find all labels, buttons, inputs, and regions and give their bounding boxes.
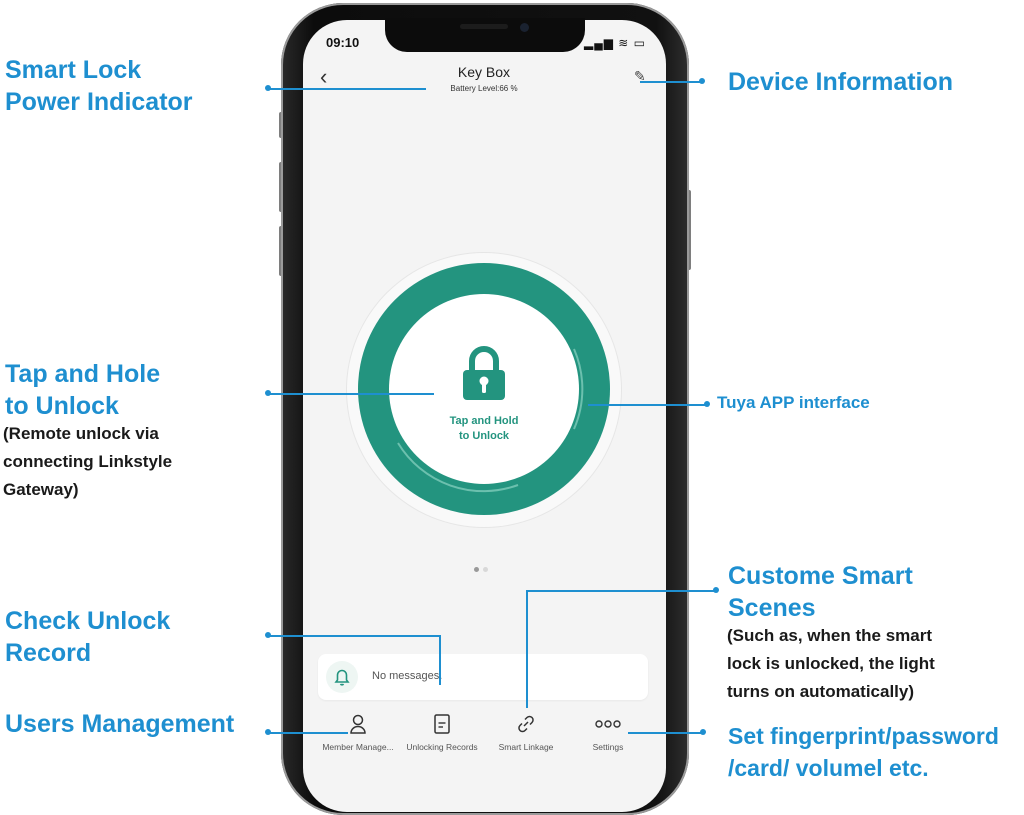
page-dot xyxy=(483,567,488,572)
person-icon xyxy=(316,712,400,736)
annotation-line: connecting Linkstyle xyxy=(3,452,173,471)
link-icon xyxy=(484,712,568,736)
tab-member-management[interactable]: Member Manage... xyxy=(316,712,400,752)
callout-dot xyxy=(704,401,710,407)
padlock-icon xyxy=(463,346,505,400)
annotation-device-info: Device Information xyxy=(728,68,954,96)
tap-hold-label-line2: to Unlock xyxy=(458,430,510,442)
annotation-line: Record xyxy=(5,639,92,667)
phone-notch xyxy=(385,18,585,52)
annotation-set-fingerprint: Set fingerprint/password /card/ volumel … xyxy=(728,720,999,784)
page-title: Key Box xyxy=(457,64,511,80)
callout-line xyxy=(527,590,715,592)
page-indicator xyxy=(474,559,492,577)
tap-hold-label-line1: Tap and Hold xyxy=(449,415,519,427)
status-indicators-icon: ▂▄▆ ≋ ▭ xyxy=(584,36,647,50)
callout-line xyxy=(268,732,348,734)
annotation-tuya: Tuya APP interface xyxy=(717,393,870,412)
callout-line xyxy=(526,590,528,708)
document-icon xyxy=(400,712,484,736)
annotation-custom-scenes: Custome Smart Scenes xyxy=(728,560,913,624)
tab-label: Settings xyxy=(592,742,624,752)
tab-unlocking-records[interactable]: Unlocking Records xyxy=(400,712,484,752)
bell-icon xyxy=(326,661,358,693)
back-chevron-icon[interactable]: ‹ xyxy=(320,64,328,89)
tab-settings[interactable]: Settings xyxy=(566,712,650,752)
callout-line xyxy=(640,81,702,83)
annotation-line: Check Unlock xyxy=(5,607,171,635)
annotation-users: Users Management xyxy=(5,710,235,738)
annotation-tap-hold-note: (Remote unlock via connecting Linkstyle … xyxy=(3,420,172,504)
annotation-line: (Remote unlock via xyxy=(3,424,159,443)
annotation-custom-scenes-note: (Such as, when the smart lock is unlocke… xyxy=(727,622,935,706)
annotation-check-record: Check Unlock Record xyxy=(5,605,170,669)
callout-dot xyxy=(699,78,705,84)
status-time: 09:10 xyxy=(326,35,360,50)
annotation-line: Custome Smart xyxy=(728,562,913,590)
annotation-line: Tap and Hole xyxy=(5,360,161,388)
callout-line xyxy=(268,635,440,637)
annotation-line: (Such as, when the smart xyxy=(727,626,932,645)
callout-line xyxy=(439,635,441,685)
callout-line xyxy=(268,393,434,395)
annotation-tap-hold: Tap and Hole to Unlock xyxy=(5,358,160,422)
annotation-line: Scenes xyxy=(728,594,816,622)
annotation-line: Power Indicator xyxy=(5,88,193,116)
page-dot-active xyxy=(474,567,479,572)
ring-arc-decoration xyxy=(397,348,584,493)
more-dots-icon xyxy=(566,712,650,736)
tab-smart-linkage[interactable]: Smart Linkage xyxy=(484,712,568,752)
annotation-line: turns on automatically) xyxy=(727,682,915,701)
tab-label: Smart Linkage xyxy=(498,742,554,752)
callout-dot xyxy=(700,729,706,735)
annotation-line: Smart Lock xyxy=(5,56,142,84)
annotation-line: Set fingerprint/password xyxy=(728,723,999,749)
messages-text: No messages. xyxy=(372,670,443,682)
callout-line xyxy=(628,732,702,734)
speaker-grille xyxy=(460,24,508,29)
tab-label: Member Manage... xyxy=(322,742,394,752)
messages-card[interactable] xyxy=(318,654,648,700)
tab-label: Unlocking Records xyxy=(406,742,478,752)
battery-level: Battery Level:66 % xyxy=(450,84,518,93)
annotation-line: lock is unlocked, the light xyxy=(727,654,935,673)
edit-pencil-icon[interactable]: ✎ xyxy=(634,68,646,84)
tap-hold-label: Tap and Hold to Unlock xyxy=(430,414,538,444)
power-button xyxy=(687,190,691,270)
front-camera xyxy=(520,23,529,32)
annotation-line: to Unlock xyxy=(5,392,119,420)
callout-line xyxy=(268,88,426,90)
annotation-line: /card/ volumel etc. xyxy=(728,755,929,781)
annotation-power-indicator: Smart Lock Power Indicator xyxy=(5,54,193,118)
callout-line xyxy=(588,404,706,406)
annotation-line: Gateway) xyxy=(3,480,79,499)
callout-dot xyxy=(713,587,719,593)
